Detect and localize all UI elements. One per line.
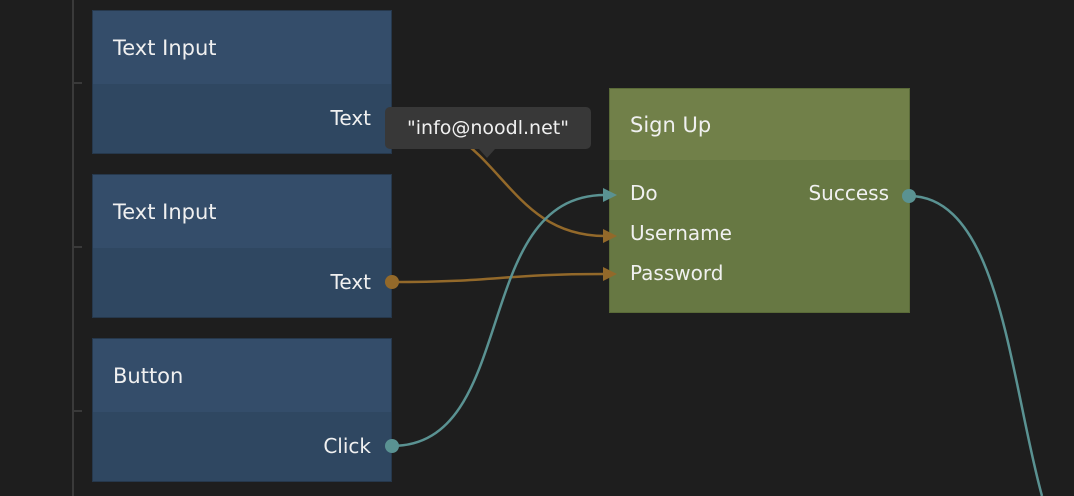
node-title: Sign Up [610,89,909,160]
output-port-click[interactable]: Click [323,434,371,458]
output-port-text[interactable]: Text [330,106,371,130]
arrow-username-icon [603,229,617,243]
node-title: Text Input [93,11,391,84]
hierarchy-tick [72,82,82,84]
button-node[interactable]: Button Click [92,338,392,482]
wire-do[interactable] [391,193,606,448]
port-dot-click[interactable] [385,439,399,453]
text-input-node-1[interactable]: Text Input Text [92,10,392,154]
sign-up-node[interactable]: Sign Up Do Username Password Success [609,88,910,313]
arrow-password-icon [603,267,617,281]
node-title: Text Input [93,175,391,248]
wire-password[interactable] [391,272,606,284]
hierarchy-tick [72,246,82,248]
output-port-success[interactable]: Success [808,181,889,205]
hierarchy-tick [72,410,82,412]
input-port-password[interactable]: Password [630,261,724,285]
input-port-do[interactable]: Do [630,181,658,205]
node-title: Button [93,339,391,412]
value-tooltip: "info@noodl.net" [385,107,591,158]
port-dot-text[interactable] [385,275,399,289]
hierarchy-line [72,0,74,496]
port-dot-success[interactable] [902,189,916,203]
arrow-do-icon [603,188,617,202]
wire-success[interactable] [908,194,1044,496]
input-port-username[interactable]: Username [630,221,732,245]
output-port-text[interactable]: Text [330,270,371,294]
text-input-node-2[interactable]: Text Input Text [92,174,392,318]
